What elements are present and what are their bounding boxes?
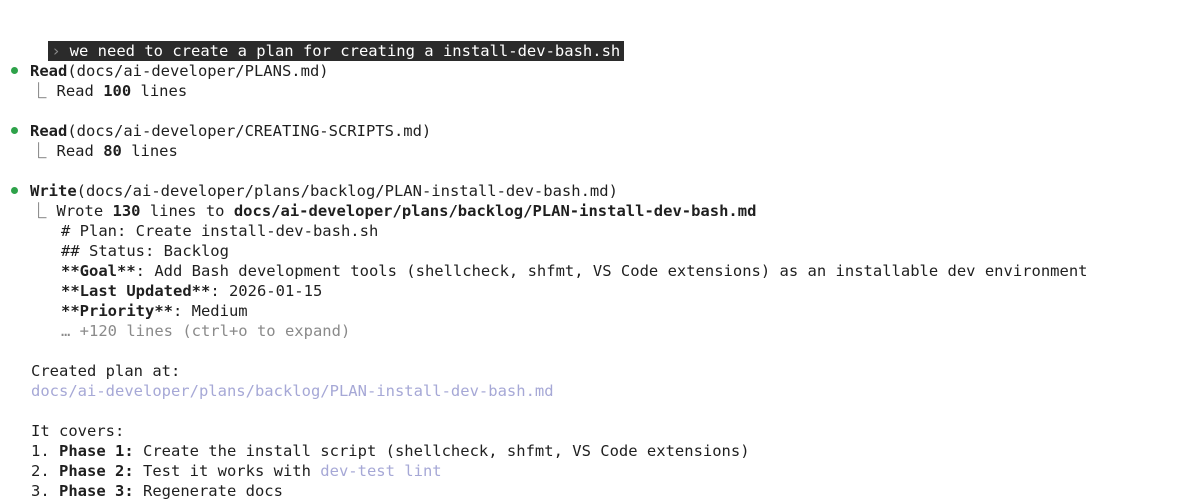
result-prefix: Read: [56, 142, 104, 160]
tool-call-header: Read(docs/ai-developer/PLANS.md): [11, 61, 1186, 81]
expand-hint[interactable]: … +120 lines (ctrl+o to expand): [61, 322, 351, 340]
preview-bold: **Goal**: [61, 262, 136, 280]
preview-line: ## Status: Backlog: [11, 241, 1186, 261]
preview-bold: **Last Updated**: [61, 282, 211, 300]
tool-arg: (docs/ai-developer/PLANS.md): [67, 62, 329, 80]
covers-label: It covers:: [31, 422, 125, 440]
tool-call-header: Read(docs/ai-developer/CREATING-SCRIPTS.…: [11, 121, 1186, 141]
branch-icon: ⎿: [31, 142, 47, 160]
user-prompt: › we need to create a plan for creating a…: [48, 41, 625, 61]
user-prompt-line: › we need to create a plan for creating a…: [11, 21, 1186, 61]
terminal-transcript: › we need to create a plan for creating a…: [11, 21, 1186, 501]
tool-call-result: ⎿ Read 80 lines: [11, 141, 1186, 161]
tool-name: Write: [30, 182, 77, 200]
status-dot-icon: [11, 67, 18, 74]
tool-call-result: ⎿ Wrote 130 lines to docs/ai-developer/pl…: [11, 201, 1186, 221]
branch-icon: ⎿: [31, 202, 47, 220]
phase-label: Phase 2:: [59, 462, 134, 480]
result-suffix: lines: [131, 82, 188, 100]
phase-number: 1.: [31, 442, 59, 460]
phase-text: Test it works with: [133, 462, 321, 480]
tool-arg: (docs/ai-developer/CREATING-SCRIPTS.md): [67, 122, 432, 140]
result-count: 130: [112, 202, 141, 220]
phase-item: 3. Phase 3: Regenerate docs: [11, 481, 1186, 501]
tool-name: Read: [30, 62, 68, 80]
preview-line: **Priority**: Medium: [11, 301, 1186, 321]
created-path-link[interactable]: docs/ai-developer/plans/backlog/PLAN-ins…: [31, 382, 554, 400]
result-path: docs/ai-developer/plans/backlog/PLAN-ins…: [233, 202, 757, 220]
preview-line: **Goal**: Add Bash development tools (sh…: [11, 261, 1186, 281]
phase-number: 3.: [31, 482, 59, 500]
preview-text: ## Status: Backlog: [61, 242, 229, 260]
phase-text: Regenerate docs: [133, 482, 283, 500]
preview-text: : Medium: [172, 302, 248, 320]
user-prompt-text: we need to create a plan for creating a …: [69, 42, 621, 60]
status-dot-icon: [11, 127, 18, 134]
preview-line: # Plan: Create install-dev-bash.sh: [11, 221, 1186, 241]
status-dot-icon: [11, 187, 18, 194]
preview-line: **Last Updated**: 2026-01-15: [11, 281, 1186, 301]
phase-number: 2.: [31, 462, 59, 480]
preview-text: # Plan: Create install-dev-bash.sh: [61, 222, 379, 240]
result-count: 80: [103, 142, 122, 160]
tool-call-result: ⎿ Read 100 lines: [11, 81, 1186, 101]
phase-item: 1. Phase 1: Create the install script (s…: [11, 441, 1186, 461]
tool-name: Read: [30, 122, 68, 140]
result-mid: lines to: [140, 202, 234, 220]
created-label: Created plan at:: [31, 362, 181, 380]
tool-call-header: Write(docs/ai-developer/plans/backlog/PL…: [11, 181, 1186, 201]
result-prefix: Read: [56, 82, 104, 100]
phase-item: 2. Phase 2: Test it works with dev-test …: [11, 461, 1186, 481]
phase-label: Phase 3:: [59, 482, 134, 500]
result-count: 100: [103, 82, 132, 100]
phase-label: Phase 1:: [59, 442, 134, 460]
preview-text: : Add Bash development tools (shellcheck…: [135, 262, 1088, 280]
preview-bold: **Priority**: [61, 302, 173, 320]
result-suffix: lines: [121, 142, 178, 160]
phase-code: dev-test lint: [320, 462, 442, 480]
tool-arg: (docs/ai-developer/plans/backlog/PLAN-in…: [76, 182, 618, 200]
phase-text: Create the install script (shellcheck, s…: [133, 442, 750, 460]
preview-text: : 2026-01-15: [210, 282, 323, 300]
branch-icon: ⎿: [31, 82, 47, 100]
prompt-chevron-icon: ›: [51, 42, 61, 60]
result-prefix: Wrote: [56, 202, 113, 220]
